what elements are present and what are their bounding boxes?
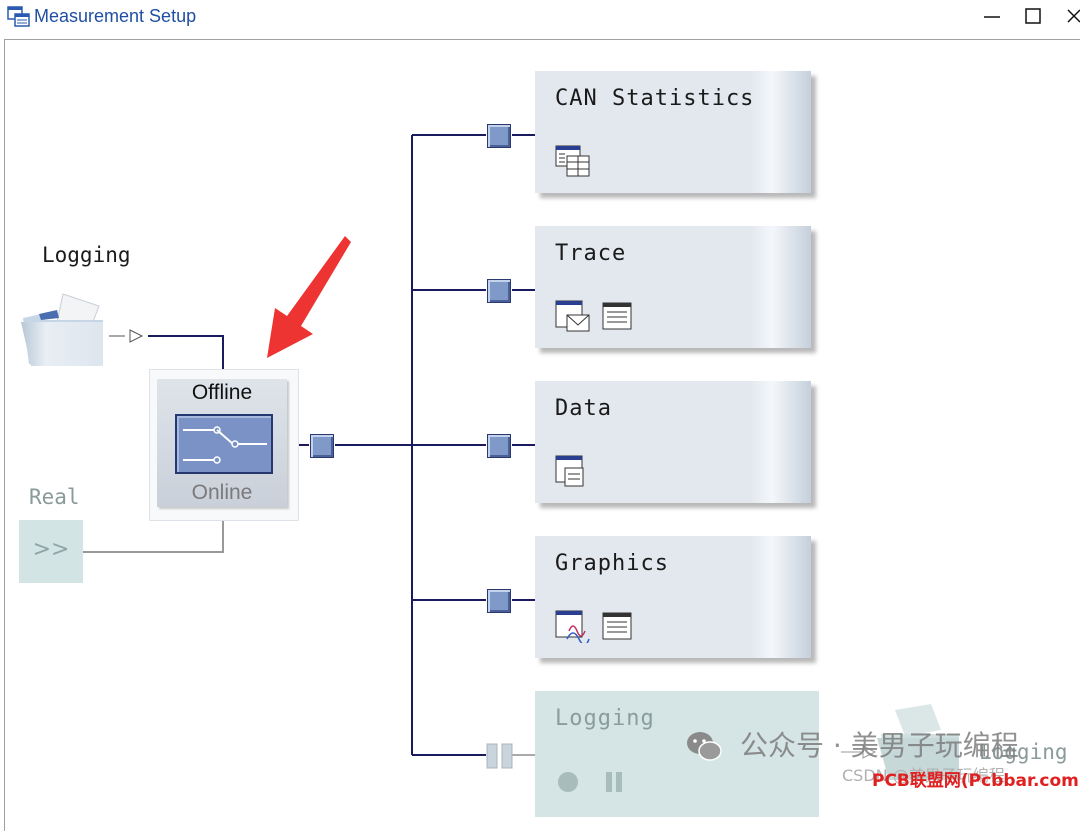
pause-icon[interactable] xyxy=(601,769,627,795)
block-title: Logging xyxy=(555,706,655,731)
trace-block[interactable]: Trace xyxy=(535,226,811,348)
offline-label: Offline xyxy=(191,381,253,404)
watermark-text: 公众号 · 美男子玩编程 xyxy=(740,729,1019,762)
logging-output-label: Logging xyxy=(979,740,1068,764)
trace-window-icon[interactable] xyxy=(555,299,591,333)
title-bar: Measurement Setup xyxy=(0,0,1080,38)
data-window-icon[interactable] xyxy=(555,454,591,488)
logging-output-folder-icon[interactable] xyxy=(875,700,965,780)
wechat-icon xyxy=(687,732,722,761)
can-statistics-node[interactable] xyxy=(487,124,511,148)
close-icon xyxy=(1067,9,1080,23)
block-title: Trace xyxy=(555,241,627,266)
logging-source-label: Logging xyxy=(42,243,131,267)
graphics-node[interactable] xyxy=(487,589,511,613)
window-title: Measurement Setup xyxy=(34,6,197,26)
config-sheet-icon[interactable] xyxy=(601,609,635,643)
data-block[interactable]: Data xyxy=(535,381,811,503)
minimize-icon xyxy=(984,16,1000,18)
can-statistics-block[interactable]: CAN Statistics xyxy=(535,71,811,193)
trace-node[interactable] xyxy=(487,279,511,303)
block-title: CAN Statistics xyxy=(555,86,755,111)
statistics-table-icon[interactable] xyxy=(555,144,591,178)
measurement-setup-canvas: Logging Real >> Offline Onli xyxy=(4,39,1080,831)
close-button[interactable] xyxy=(1062,4,1080,30)
data-node[interactable] xyxy=(487,434,511,458)
logging-paused-node[interactable] xyxy=(486,743,514,769)
block-title: Graphics xyxy=(555,551,669,576)
record-icon[interactable] xyxy=(555,769,581,795)
switch-icon xyxy=(183,426,267,464)
real-source-label: Real xyxy=(29,485,80,509)
switch-output-node[interactable] xyxy=(310,434,334,458)
graphics-block[interactable]: Graphics xyxy=(535,536,811,658)
connection-wires xyxy=(83,134,877,759)
logging-folder-icon[interactable] xyxy=(19,288,109,368)
online-label: Online xyxy=(191,481,253,504)
block-title: Data xyxy=(555,396,612,421)
maximize-button[interactable] xyxy=(1018,4,1048,30)
maximize-icon xyxy=(1025,8,1041,24)
measurement-setup-app-icon xyxy=(7,6,30,27)
config-sheet-icon[interactable] xyxy=(601,299,635,333)
site-watermark: PCB联盟网(Pcbbar.com) xyxy=(872,771,1080,791)
real-source-glyph: >> xyxy=(32,537,70,562)
red-arrow-annotation-icon xyxy=(267,236,351,358)
minimize-button[interactable] xyxy=(976,4,1006,30)
watermark-sub-text: CSDN @美男子玩编程 xyxy=(842,766,1005,785)
mode-toggle-button[interactable] xyxy=(175,414,273,474)
graphics-window-icon[interactable] xyxy=(555,609,591,643)
logging-block[interactable]: Logging xyxy=(535,691,819,817)
real-source-button[interactable]: >> xyxy=(19,520,83,583)
